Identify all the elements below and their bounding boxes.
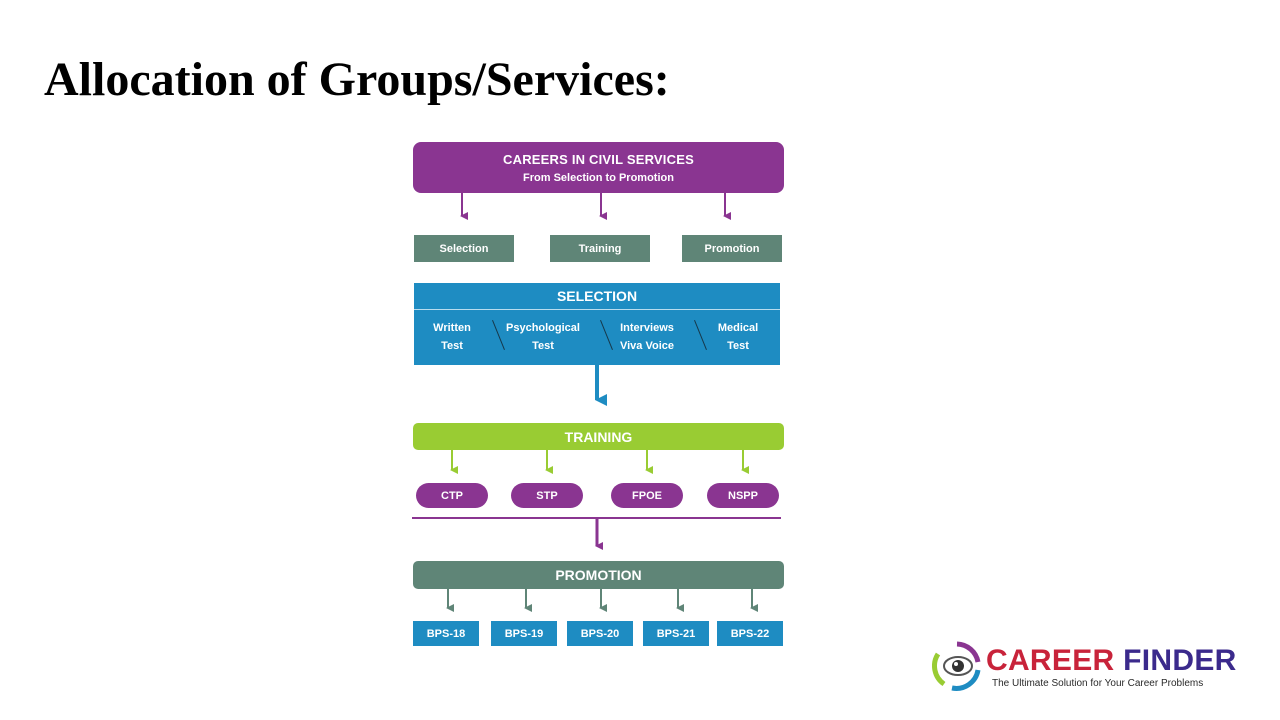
selection-title: SELECTION bbox=[414, 283, 780, 310]
diagram-header: CAREERS IN CIVIL SERVICES From Selection… bbox=[413, 142, 784, 193]
stage-selection: Selection bbox=[414, 235, 514, 262]
grade-bps-20: BPS-20 bbox=[567, 621, 633, 646]
selection-item-line1: Medical bbox=[717, 322, 759, 334]
selection-block: SELECTION Written Test Psychological Tes… bbox=[414, 283, 780, 365]
program-fpoe: FPOE bbox=[611, 483, 683, 508]
grade-bps-21: BPS-21 bbox=[643, 621, 709, 646]
program-stp: STP bbox=[511, 483, 583, 508]
career-finder-logo: CAREER FINDER The Ultimate Solution for … bbox=[932, 640, 1242, 694]
training-bar: TRAINING bbox=[413, 423, 784, 450]
logo-name: CAREER FINDER bbox=[986, 644, 1237, 678]
selection-item-written-test: Written Test bbox=[424, 319, 480, 355]
selection-item-medical-test: Medical Test bbox=[708, 319, 768, 355]
eye-icon bbox=[932, 641, 981, 691]
grade-bps-19: BPS-19 bbox=[491, 621, 557, 646]
logo-name-part2: FINDER bbox=[1123, 644, 1237, 677]
training-divider-line bbox=[412, 517, 781, 519]
selection-item-line2: Test bbox=[441, 340, 463, 352]
header-title: CAREERS IN CIVIL SERVICES bbox=[503, 151, 694, 167]
divider-slash bbox=[694, 319, 707, 351]
slide-title: Allocation of Groups/Services: bbox=[44, 53, 670, 106]
selection-item-line1: Written bbox=[433, 322, 471, 334]
logo-tagline: The Ultimate Solution for Your Career Pr… bbox=[992, 678, 1204, 689]
selection-item-line2: Test bbox=[727, 340, 749, 352]
program-nspp: NSPP bbox=[707, 483, 779, 508]
logo-name-part1: CAREER bbox=[986, 644, 1115, 677]
grade-bps-18: BPS-18 bbox=[413, 621, 479, 646]
selection-item-line2: Test bbox=[532, 340, 554, 352]
header-subtitle: From Selection to Promotion bbox=[523, 171, 674, 184]
selection-item-line1: Psychological bbox=[506, 322, 580, 334]
selection-item-interviews: Interviews Viva Voice bbox=[612, 319, 682, 355]
stage-training: Training bbox=[550, 235, 650, 262]
program-ctp: CTP bbox=[416, 483, 488, 508]
grade-bps-22: BPS-22 bbox=[717, 621, 783, 646]
stage-promotion: Promotion bbox=[682, 235, 782, 262]
selection-item-line2: Viva Voice bbox=[619, 340, 675, 352]
selection-item-line1: Interviews bbox=[620, 322, 674, 334]
selection-item-psychological-test: Psychological Test bbox=[502, 319, 584, 355]
promotion-bar: PROMOTION bbox=[413, 561, 784, 589]
